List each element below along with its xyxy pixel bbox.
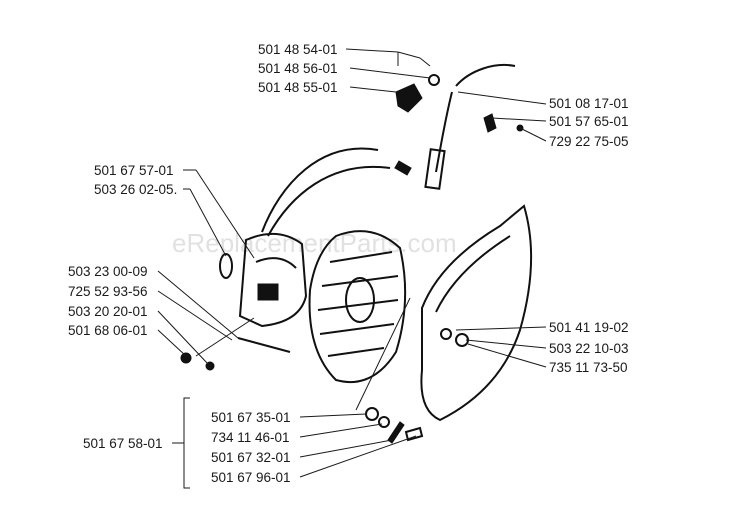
part-label: 501 67 32-01 (211, 450, 291, 465)
part-label: 503 22 10-03 (549, 341, 629, 356)
part-label: 501 67 58-01 (83, 436, 163, 451)
spark-plug-cable (424, 64, 516, 190)
part-label: 501 68 06-01 (68, 323, 148, 338)
part-label: 501 67 96-01 (211, 470, 291, 485)
part-label: 503 23 00-09 (68, 264, 148, 279)
leader-lines (157, 48, 547, 489)
part-label: 501 67 57-01 (94, 163, 174, 178)
part-label: 501 48 56-01 (258, 61, 338, 76)
part-label: 735 11 73-50 (549, 360, 628, 375)
ignition-module (219, 233, 308, 328)
ignition-cable (261, 147, 412, 237)
part-label: 501 48 55-01 (258, 80, 338, 95)
part-labels: 501 48 54-01 501 48 56-01 501 48 55-01 5… (68, 42, 629, 485)
small-hardware (180, 337, 424, 444)
part-label: 501 41 19-02 (549, 320, 629, 335)
part-label: 734 11 46-01 (211, 430, 290, 445)
part-label: 503 20 20-01 (68, 304, 148, 319)
watermark-text: eReplacementParts.com (172, 228, 457, 258)
part-label: 501 08 17-01 (549, 96, 629, 111)
part-label: 501 67 35-01 (211, 410, 291, 425)
part-label: 503 26 02-05. (94, 182, 177, 197)
part-label: 501 57 65-01 (549, 114, 629, 129)
part-label: 725 52 93-56 (68, 284, 148, 299)
part-label: 729 22 75-05 (549, 134, 629, 149)
part-label: 501 48 54-01 (258, 42, 338, 57)
flywheel (308, 230, 407, 384)
